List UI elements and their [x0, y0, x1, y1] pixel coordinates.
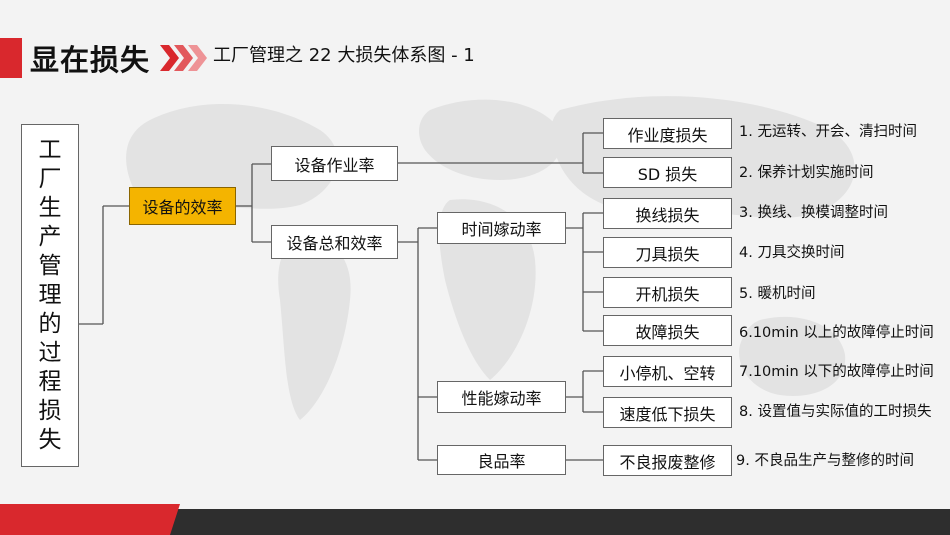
loss-description: 4. 刀具交换时间: [739, 245, 845, 261]
root-char: 产: [38, 224, 62, 250]
loss-box: 换线损失: [603, 198, 732, 229]
root-char: 的: [38, 311, 62, 337]
root-char: 损: [38, 398, 62, 424]
loss-description: 2. 保养计划实施时间: [739, 165, 874, 181]
root-char: 生: [38, 195, 62, 221]
node-equipment-efficiency: 设备的效率: [129, 187, 236, 225]
loss-box: 开机损失: [603, 277, 732, 308]
chevron-arrows-icon: [160, 45, 207, 71]
loss-box: SD 损失: [603, 157, 732, 188]
node-equipment-operation-rate: 设备作业率: [271, 146, 398, 181]
header-accent-bar: [0, 38, 22, 78]
node-performance-rate: 性能嫁动率: [437, 381, 566, 413]
footer-accent: [0, 504, 180, 535]
root-char: 过: [38, 340, 62, 366]
loss-description: 8. 设置值与实际值的工时损失: [739, 404, 932, 420]
page-subtitle: 工厂管理之 22 大损失体系图 - 1: [213, 45, 475, 66]
loss-description: 5. 暖机时间: [739, 286, 816, 302]
loss-description: 6.10min 以上的故障停止时间: [739, 325, 934, 341]
loss-box: 小停机、空转: [603, 356, 732, 387]
loss-box: 作业度损失: [603, 118, 732, 149]
root-node: 工 厂 生 产 管 理 的 过 程 损 失: [21, 124, 79, 467]
root-char: 管: [38, 253, 62, 279]
page-title: 显在损失: [30, 43, 151, 77]
root-char: 厂: [38, 166, 62, 192]
loss-box: 故障损失: [603, 315, 732, 346]
node-quality-rate: 良品率: [437, 445, 566, 475]
loss-description: 1. 无运转、开会、清扫时间: [739, 124, 917, 140]
node-time-availability: 时间嫁动率: [437, 212, 566, 244]
loss-box: 刀具损失: [603, 237, 732, 268]
root-char: 工: [38, 137, 62, 163]
root-char: 失: [38, 427, 62, 453]
loss-description: 7.10min 以下的故障停止时间: [739, 364, 934, 380]
loss-description: 9. 不良品生产与整修的时间: [736, 453, 914, 469]
root-char: 程: [38, 369, 62, 395]
root-char: 理: [38, 282, 62, 308]
loss-box: 不良报废整修: [603, 445, 732, 476]
loss-description: 3. 换线、换模调整时间: [739, 205, 888, 221]
node-overall-equipment-efficiency: 设备总和效率: [271, 225, 398, 259]
loss-box: 速度低下损失: [603, 397, 732, 428]
